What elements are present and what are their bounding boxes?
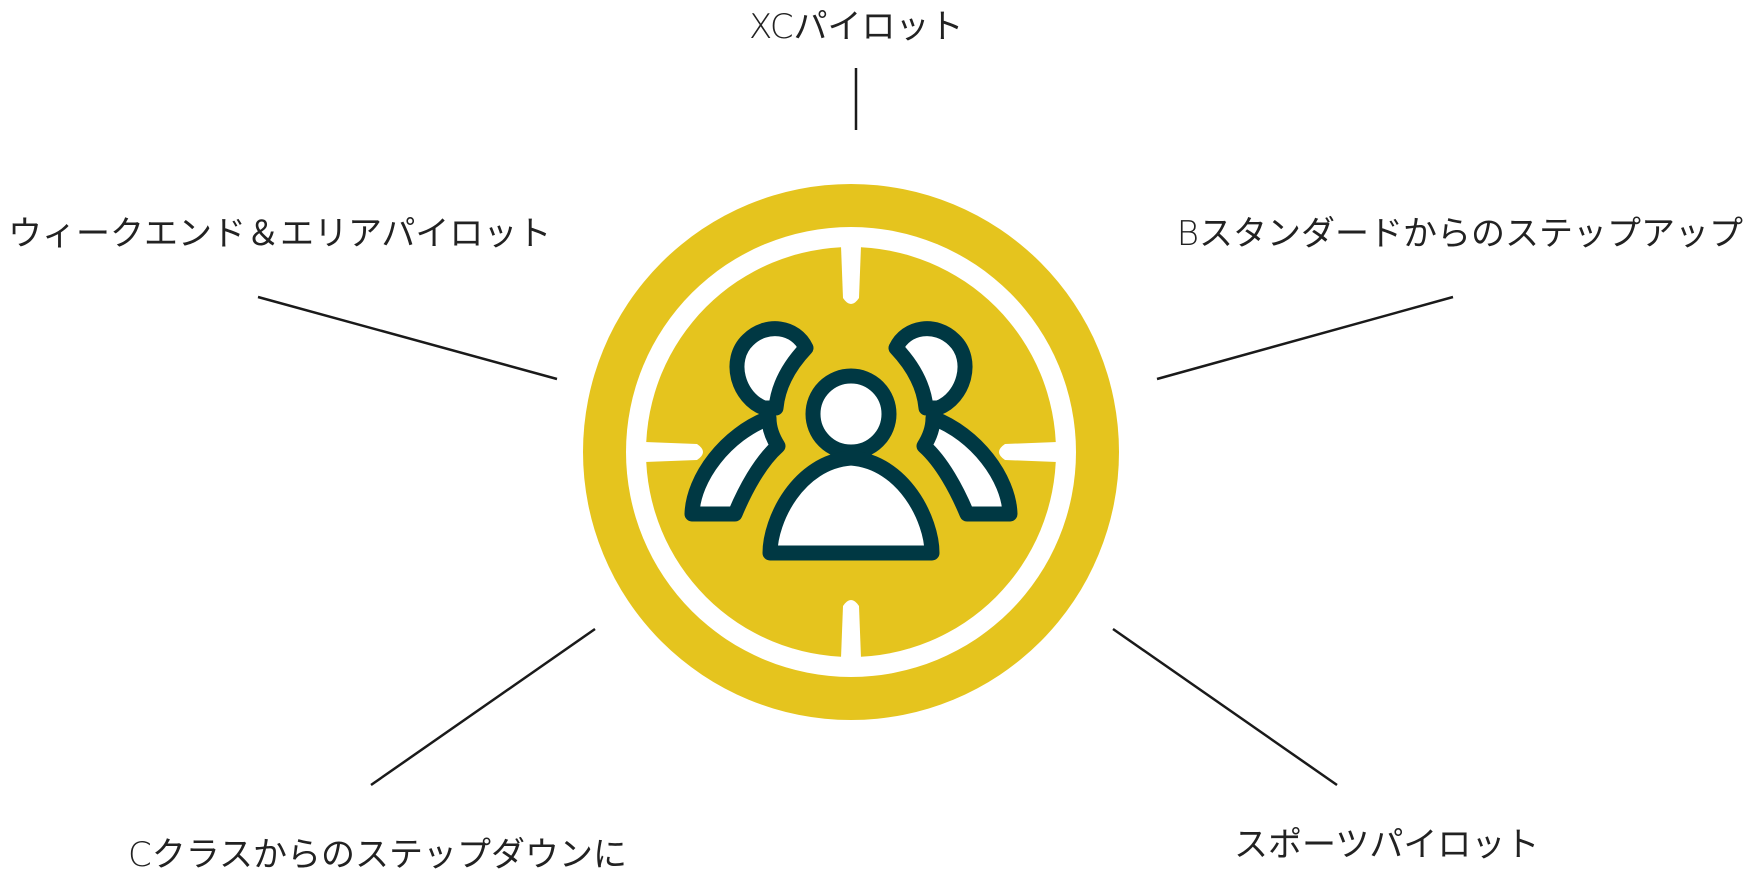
label-top: XCパイロット [749, 7, 964, 47]
group-of-people-icon [684, 321, 1018, 561]
label-left: ウィークエンド＆エリアパイロット [8, 214, 552, 254]
center-emblem [583, 184, 1119, 720]
connector-bottom-right [1112, 627, 1338, 787]
emblem-tick-marks [645, 246, 1057, 658]
connector-left [257, 295, 558, 381]
connector-bottom-left [370, 627, 596, 787]
connector-lines [257, 68, 1454, 787]
connector-right [1156, 295, 1454, 381]
label-bottom-right: スポーツパイロット [1234, 825, 1540, 865]
label-right: Bスタンダードからのステップアップ [1176, 214, 1743, 254]
label-bottom-left: Cクラスからのステップダウンに [128, 835, 628, 875]
